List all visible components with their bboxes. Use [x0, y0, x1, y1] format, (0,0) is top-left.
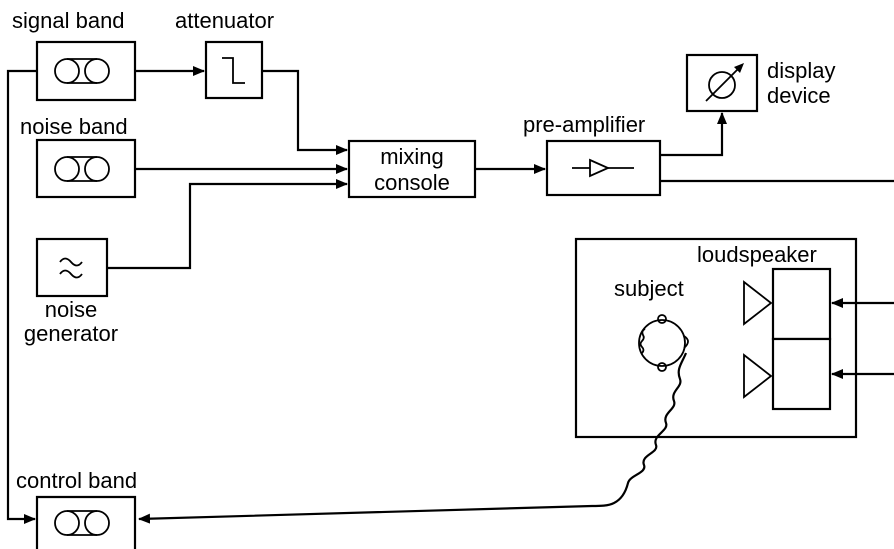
- subject-text: subject: [614, 276, 684, 301]
- tape-reel-icon: [54, 58, 110, 84]
- head-top-view-icon: [638, 314, 689, 372]
- display-device-label-line2: device: [767, 83, 831, 108]
- pre-amplifier-box: [545, 139, 662, 197]
- display-device: [685, 53, 759, 113]
- attenuator-box: [204, 40, 264, 100]
- noise-band-label: noise band: [20, 114, 128, 139]
- tilde-wave-icon: [59, 257, 83, 279]
- loudspeaker-text: loudspeaker: [697, 242, 817, 267]
- mixing-console-text-2: console: [374, 170, 450, 195]
- loudspeaker: [743, 267, 832, 411]
- noise-generator-label-line1: noise: [45, 297, 98, 322]
- control-band-tape: [35, 495, 137, 549]
- tape-reel-icon: [54, 510, 110, 536]
- pre-amplifier-label: pre-amplifier: [523, 112, 645, 137]
- tape-reel-icon: [54, 156, 110, 182]
- attenuator-label: attenuator: [175, 8, 274, 33]
- meter-icon: [705, 63, 744, 102]
- step-icon: [222, 57, 245, 84]
- speaker-cone-icon: [743, 353, 773, 399]
- triangle-amplifier-icon: [572, 158, 634, 178]
- speaker-cone-icon: [743, 280, 773, 326]
- mixing-console-text-1: mixing: [380, 144, 444, 169]
- noise-generator-box: [35, 237, 109, 298]
- signal-band-label: signal band: [12, 8, 125, 33]
- noise-band-tape: [35, 138, 137, 199]
- display-device-label-line1: display: [767, 58, 835, 83]
- signal-band-tape: [35, 40, 137, 102]
- control-band-label: control band: [16, 468, 137, 493]
- noise-generator-label-line2: generator: [24, 321, 118, 346]
